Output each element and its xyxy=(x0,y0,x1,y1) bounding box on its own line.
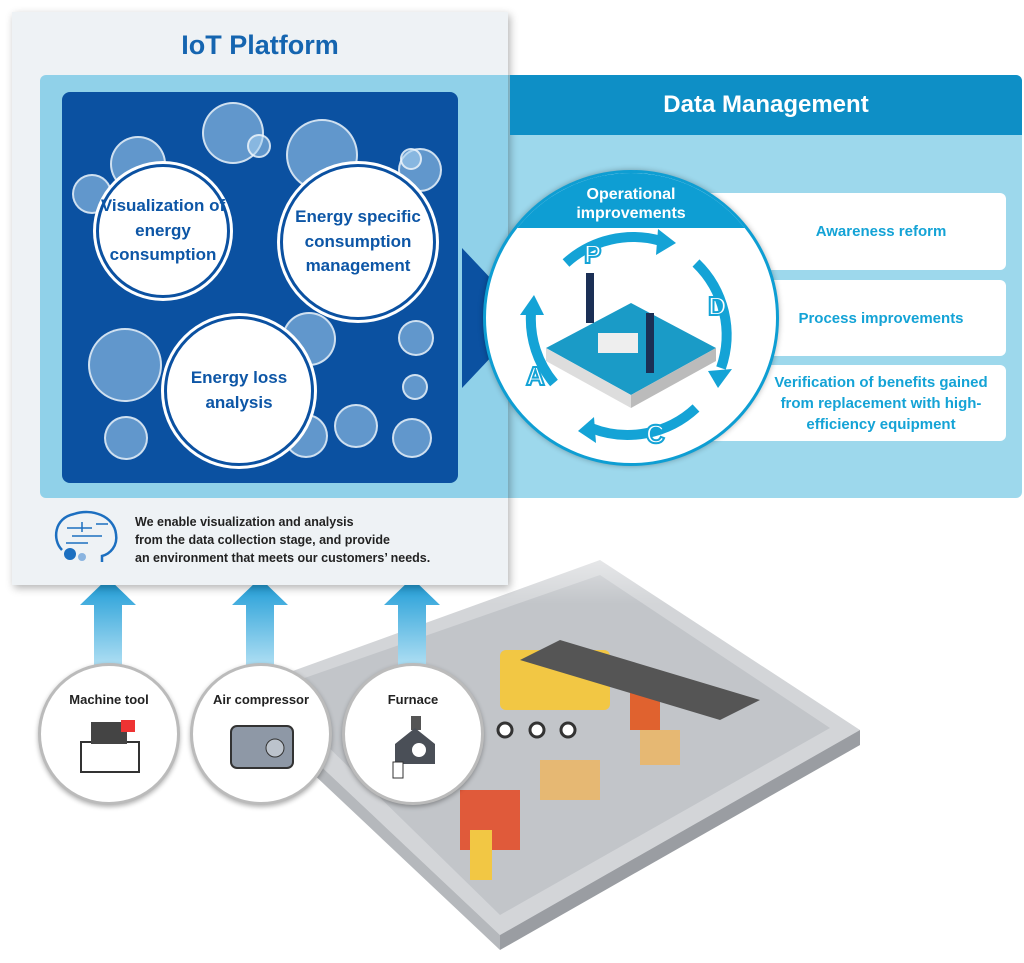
function-visualization: Visualization of energy consumption xyxy=(96,164,230,298)
benefit-text: Awareness reform xyxy=(815,223,947,240)
pdca-cycle-icon: P D C A xyxy=(520,229,732,450)
function-specific-consumption: Energy specific consumption management xyxy=(280,164,436,320)
operational-improvements-circle: Operational improvements P D C A xyxy=(483,170,779,466)
device-air-compressor: Air compressor xyxy=(190,663,332,805)
description-line: from the data collection stage, and prov… xyxy=(135,533,390,548)
benefit-text: Process improvements xyxy=(798,309,964,327)
platform-description: We enable visualization and analysis fro… xyxy=(135,513,430,567)
operational-improvements-title: Operational improvements xyxy=(576,186,686,223)
device-label: Air compressor xyxy=(212,692,310,707)
description-line: an environment that meets our customers’… xyxy=(135,551,431,566)
iot-functions-panel: Visualization of energy consumption Ener… xyxy=(62,92,458,483)
pdca-a: A xyxy=(526,361,545,391)
device-label: Machine tool xyxy=(69,692,149,707)
iot-platform-title: IoT Platform xyxy=(181,30,339,60)
device-furnace: Furnace xyxy=(342,663,484,805)
function-energy-loss: Energy loss analysis xyxy=(164,316,314,466)
benefit-text: Verification of benefits gained from rep… xyxy=(774,373,988,433)
ai-brain-icon xyxy=(54,510,118,562)
device-machine-tool: Machine tool xyxy=(38,663,180,805)
upload-arrows xyxy=(80,578,440,675)
furnace-icon xyxy=(392,716,435,779)
machine-tool-icon xyxy=(80,720,140,773)
description-line: We enable visualization and analysis xyxy=(135,515,354,529)
air-compressor-icon xyxy=(230,725,294,769)
device-label: Furnace xyxy=(387,692,439,707)
pdca-p: P xyxy=(584,239,601,269)
pdca-d: D xyxy=(708,291,727,321)
data-management-title: Data Management xyxy=(510,75,1022,135)
pdca-c: C xyxy=(646,419,665,449)
